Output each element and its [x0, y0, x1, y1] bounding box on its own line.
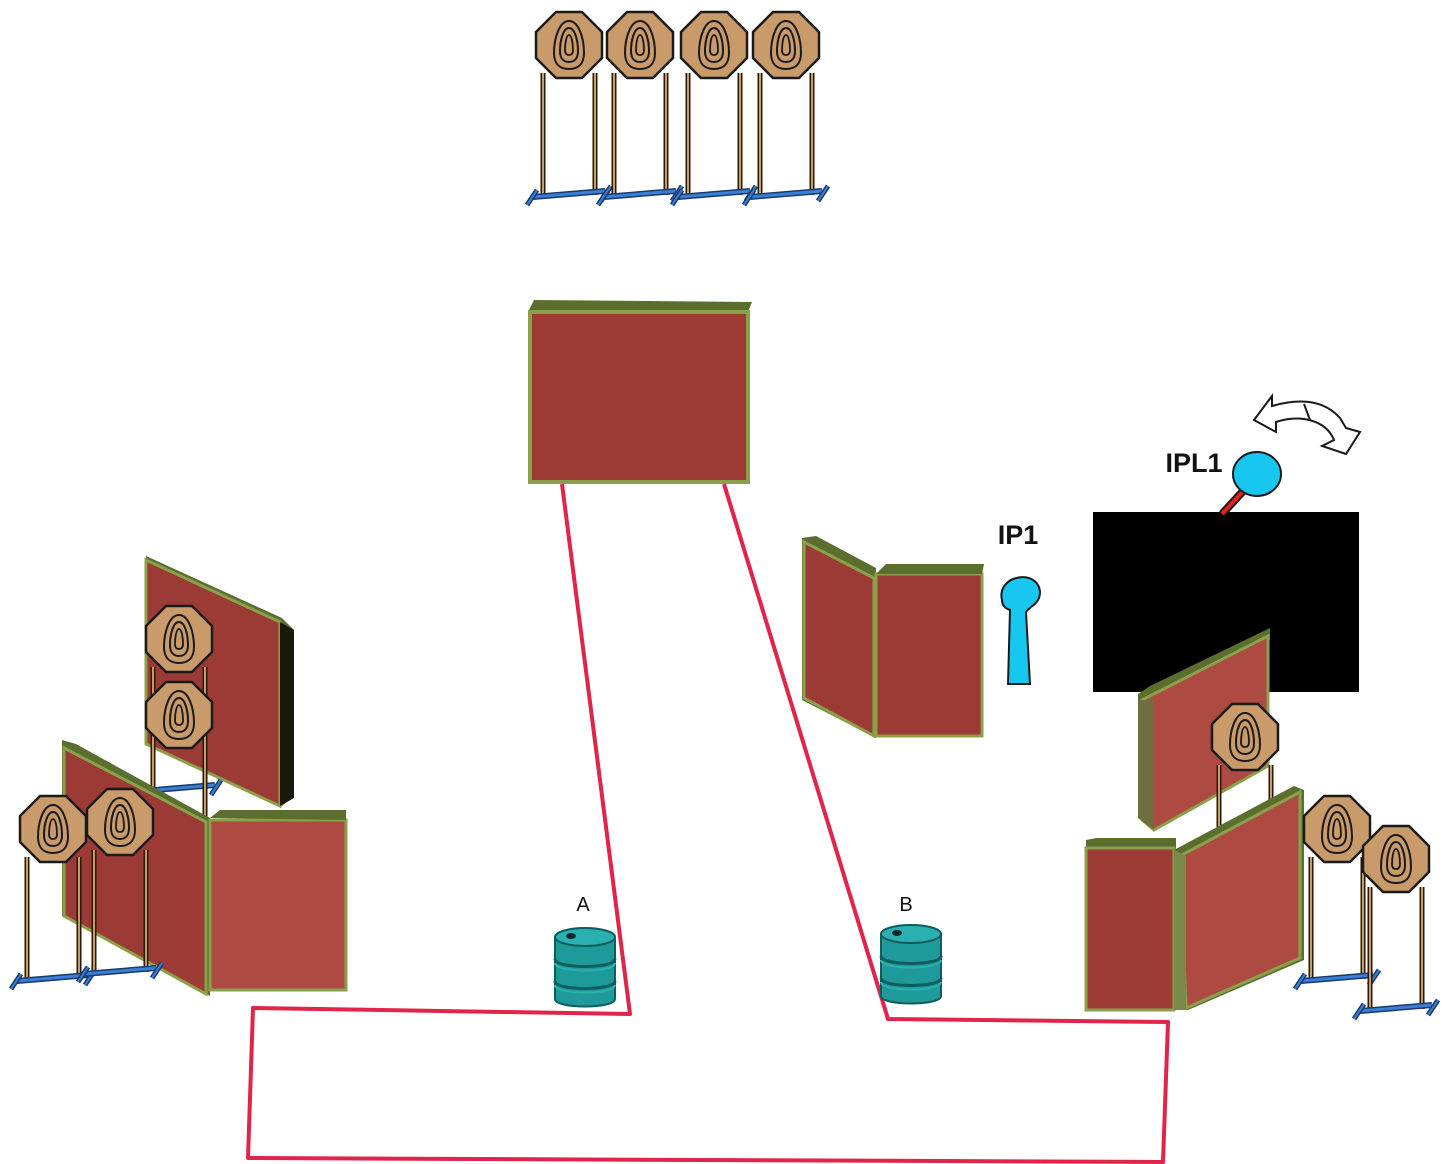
barrel-icon: [879, 923, 943, 1005]
ipl1-assembly: IPL1: [1093, 393, 1362, 692]
top-target-array: [527, 12, 828, 205]
barrel-a: A: [553, 894, 617, 1008]
swing-arrow-icon: [1252, 393, 1362, 456]
ipl1-label: IPL1: [1165, 448, 1222, 478]
steel-target-icon: [1295, 796, 1379, 989]
ip1-label: IP1: [998, 520, 1039, 550]
mid-right-walls: [802, 536, 984, 739]
barrel-a-label: A: [576, 894, 590, 916]
popper-icon: [1000, 576, 1042, 685]
fault-lines: [246, 483, 1170, 1164]
barrel-b-label: B: [899, 894, 912, 916]
steel-target-icon: [527, 12, 611, 205]
barrel-b: B: [879, 894, 943, 1005]
barrel-icon: [553, 926, 617, 1008]
center-wall: [528, 300, 752, 484]
steel-target-icon: [672, 12, 756, 205]
right-upper-wall: [1138, 628, 1270, 832]
steel-target-icon: [598, 12, 682, 205]
steel-target-icon: [1354, 826, 1438, 1019]
right-lower-walls: [1084, 786, 1304, 1012]
ip1-popper: IP1: [998, 520, 1042, 685]
steel-target-icon: [744, 12, 828, 205]
popper-icon: [1232, 451, 1282, 497]
